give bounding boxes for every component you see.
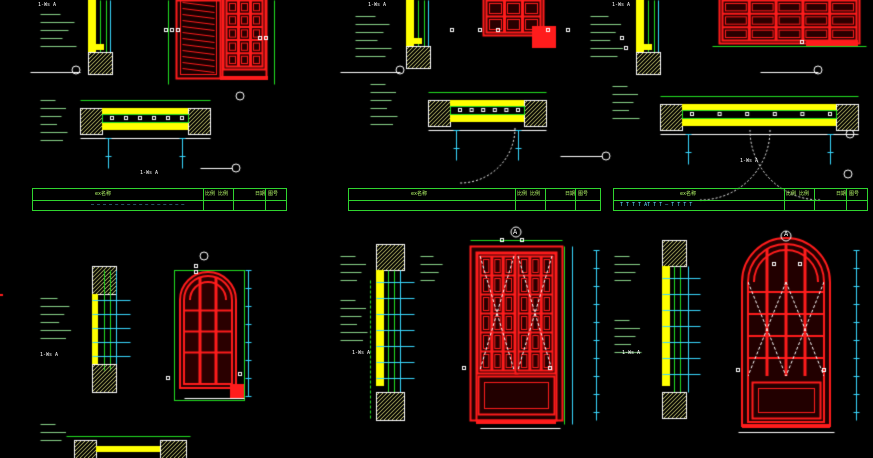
title-block-2-col3: 日期 图号	[565, 191, 589, 197]
title-block-3-note: T T T T AT T T — T T T T	[620, 202, 693, 208]
title-block-1-col3: 日期 图号	[255, 191, 279, 197]
title-block-3-header: ex名称	[680, 191, 697, 197]
title-block-2: ex名称 比例 比例 日期 图号	[348, 188, 601, 211]
section-tag: 1-Ws A	[40, 352, 59, 358]
detail-marker-label: A	[513, 228, 518, 236]
title-block-3-col2: 比例 比例	[786, 191, 810, 197]
title-block-1: ex名称 比例 比例 日期 图号 — — — — — — — — — — — —…	[32, 188, 287, 211]
section-tag: 1-Ws A	[140, 170, 159, 176]
title-block-3-col3: 日期 图号	[836, 191, 860, 197]
section-tag: 1-Ws A	[368, 2, 387, 8]
section-tag: 1-Ws A	[612, 2, 631, 8]
section-tag: 1-Ws A	[38, 2, 57, 8]
section-tag: 1-Ws A	[622, 350, 641, 356]
title-block-1-note: — — — — — — — — — — — — — — — —	[91, 202, 185, 208]
title-block-1-col2: 比例 比例	[205, 191, 229, 197]
title-block-2-header: ex名称	[411, 191, 428, 197]
detail-marker-label: A	[784, 230, 789, 238]
title-block-2-col2: 比例 比例	[517, 191, 541, 197]
title-block-3: ex名称 比例 比例 日期 图号 T T T T AT T T — T T T …	[613, 188, 868, 211]
title-block-1-header: ex名称	[95, 191, 112, 197]
section-tag: 1-Ws A	[352, 350, 371, 356]
section-tag: 1-Ws A	[740, 158, 759, 164]
